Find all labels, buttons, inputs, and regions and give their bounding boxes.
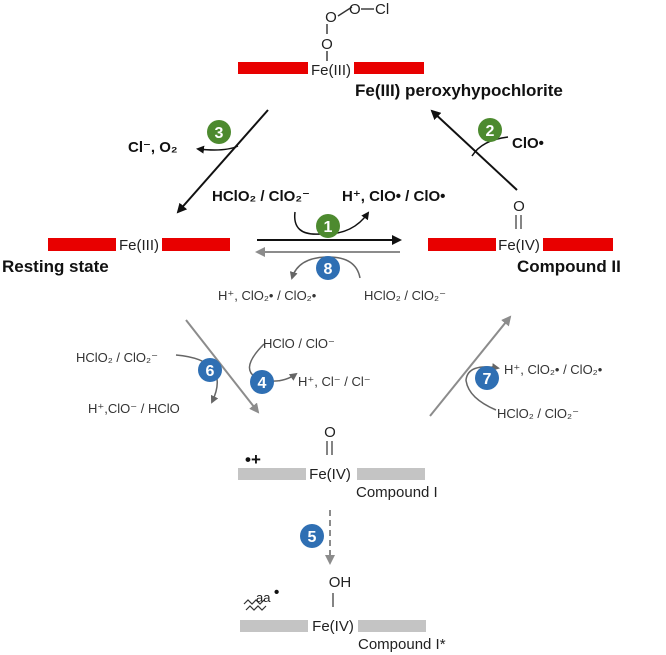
step-8-badge xyxy=(316,256,340,280)
resting-title: Resting state xyxy=(2,257,109,276)
step-7-product: H⁺, ClO₂• / ClO₂• xyxy=(504,362,603,377)
heme-bar-right xyxy=(543,238,613,251)
compound-i-star-oh: OH xyxy=(329,574,352,591)
step-1-product: H⁺, ClO• / ClO• xyxy=(342,188,445,205)
radical-dot: • xyxy=(274,584,279,601)
step-4-number: 4 xyxy=(258,375,267,392)
compound-i-title: Compound I xyxy=(356,484,438,501)
step-7-number: 7 xyxy=(483,371,492,388)
step-3-side-arrow xyxy=(196,145,239,154)
compound-ii-fe-label: Fe(IV) xyxy=(498,237,540,254)
step-5-number: 5 xyxy=(308,529,317,546)
compound-i-star-fe-label: Fe(IV) xyxy=(312,618,354,635)
step-3-product: Cl⁻, O₂ xyxy=(128,139,178,156)
step-3-arrow xyxy=(176,109,269,214)
step-2-arrow xyxy=(430,109,518,191)
heme-bar-left xyxy=(240,620,308,632)
step-7: 7 H⁺, ClO₂• / ClO₂• HClO₂ / ClO₂⁻ xyxy=(429,315,603,421)
amino-acid-label: aa xyxy=(256,590,271,605)
step-7-badge xyxy=(475,366,499,390)
heme-bar-left xyxy=(48,238,116,251)
peroxy-o1: O xyxy=(325,9,337,26)
step-1-reactant: HClO₂ / ClO₂⁻ xyxy=(212,188,310,205)
compound-ii-species: O Fe(IV) Compound II xyxy=(428,198,621,276)
porphyrin-radical-cation: •+ xyxy=(245,450,261,469)
compound-i-fe-label: Fe(IV) xyxy=(309,466,351,483)
compound-ii-title: Compound II xyxy=(517,257,621,276)
step-7-arrow xyxy=(429,315,512,417)
step-1: 1 HClO₂ / ClO₂⁻ H⁺, ClO• / ClO• xyxy=(212,188,445,245)
peroxy-o-lower: O xyxy=(321,36,333,53)
squiggle-icon xyxy=(245,605,267,611)
step-2-side-curve xyxy=(471,136,509,157)
compound-i-star-species: OH Fe(IV) Compound I* aa • xyxy=(240,574,446,653)
step-8-product: H⁺, ClO₂• / ClO₂• xyxy=(218,288,317,303)
step-3: 3 Cl⁻, O₂ xyxy=(128,109,269,214)
compound-i-star-title: Compound I* xyxy=(358,636,446,653)
compound-ii-o: O xyxy=(513,198,525,215)
step-4-product: H⁺, Cl⁻ / Cl⁻ xyxy=(298,374,371,389)
peroxy-cl: Cl xyxy=(375,1,389,18)
step-1-badge xyxy=(316,214,340,238)
step-2-badge xyxy=(478,118,502,142)
peroxy-title: Fe(III) peroxyhypochlorite xyxy=(355,81,563,100)
step-4-6: 6 4 HClO₂ / ClO₂⁻ H⁺,ClO⁻ / HClO HClO / … xyxy=(76,319,371,416)
heme-bar-right xyxy=(357,468,425,480)
step-6-product: H⁺,ClO⁻ / HClO xyxy=(88,401,180,416)
step-6-badge xyxy=(198,358,222,382)
step-8-reactant: HClO₂ / ClO₂⁻ xyxy=(364,288,446,303)
step-1-number: 1 xyxy=(324,219,333,236)
step-2: 2 ClO• xyxy=(430,109,544,191)
step-7-reactant: HClO₂ / ClO₂⁻ xyxy=(497,406,579,421)
step-4-reactant: HClO / ClO⁻ xyxy=(263,336,335,351)
peroxy-fe-label: Fe(III) xyxy=(311,62,351,79)
squiggle-icon xyxy=(243,599,265,605)
heme-bar-right xyxy=(162,238,230,251)
step-6-number: 6 xyxy=(206,363,215,380)
resting-state-species: Fe(III) Resting state xyxy=(2,237,230,276)
compound-i-o: O xyxy=(324,424,336,441)
step-3-number: 3 xyxy=(215,125,224,142)
peroxyhypochlorite-species: O O Cl O Fe(III) Fe(III) peroxyhypochlor… xyxy=(238,1,563,100)
peroxy-o2: O xyxy=(349,1,361,18)
heme-bar-left xyxy=(428,238,496,251)
step-8-number: 8 xyxy=(324,261,333,278)
step-6-reactant: HClO₂ / ClO₂⁻ xyxy=(76,350,158,365)
step-3-badge xyxy=(207,120,231,144)
heme-bar-right xyxy=(358,620,426,632)
step-2-number: 2 xyxy=(486,123,495,140)
heme-bar-left xyxy=(238,468,306,480)
step-4-6-arrow xyxy=(185,319,260,414)
compound-i-species: O Fe(IV) •+ Compound I xyxy=(238,424,438,501)
resting-fe-label: Fe(III) xyxy=(119,237,159,254)
bond-o-o xyxy=(337,6,353,17)
step-2-reactant: ClO• xyxy=(512,135,544,152)
heme-bar-left xyxy=(238,62,308,74)
step-8: 8 H⁺, ClO₂• / ClO₂• HClO₂ / ClO₂⁻ xyxy=(218,247,446,303)
step-4-badge xyxy=(250,370,274,394)
step-5-badge xyxy=(300,524,324,548)
step-5: 5 xyxy=(300,510,335,565)
heme-bar-right xyxy=(354,62,424,74)
